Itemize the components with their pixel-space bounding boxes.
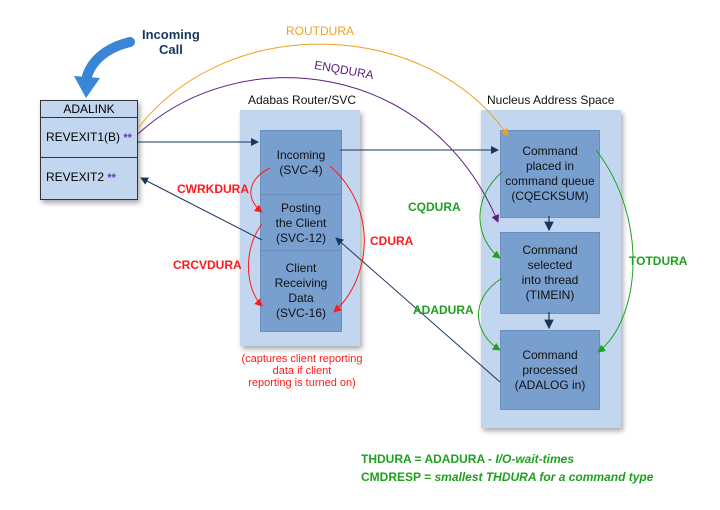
cdura-curve — [329, 165, 365, 313]
nucleus-box-queue: Command placed in command queue (CQECKSU… — [500, 130, 600, 218]
router-box-incoming: Incoming (SVC-4) — [260, 130, 342, 196]
router-box-posting: Posting the Client (SVC-12) — [260, 194, 342, 252]
nucleus-box-processed: Command processed (ADALOG in) — [500, 330, 600, 410]
label-crcvdura: CRCVDURA — [173, 258, 242, 272]
revexit1-label: REVEXIT1(B) — [46, 130, 121, 144]
client-reporting-note: (captures client reporting data if clien… — [241, 353, 363, 389]
revexit2-stars: ** — [107, 172, 116, 184]
crcvdura-curve — [248, 223, 263, 307]
enqdura-curve — [137, 77, 499, 223]
arrow-processed-posting — [335, 237, 501, 383]
revexit1-stars: ** — [123, 132, 132, 144]
label-cwrkdura: CWRKDURA — [177, 182, 249, 196]
incoming-call-label: Incoming Call — [142, 27, 200, 57]
adalink-title: ADALINK — [41, 101, 137, 118]
legend-thdura: THDURA = ADADURA - I/O-wait-times — [361, 452, 575, 466]
revexit2-row: REVEXIT2 ** — [41, 158, 137, 197]
router-title: Adabas Router/SVC — [248, 93, 357, 107]
label-routdura: ROUTDURA — [286, 24, 354, 38]
label-cqdura: CQDURA — [408, 200, 461, 214]
nucleus-box-thread: Command selected into thread (TIMEIN) — [500, 232, 600, 314]
routdura-curve — [137, 43, 509, 137]
arrow-posting-revexit2 — [140, 177, 263, 241]
incoming-call-arrow — [81, 37, 135, 85]
router-box-receiving: Client Receiving Data (SVC-16) — [260, 250, 342, 332]
label-adadura: ADADURA — [413, 303, 474, 317]
totdura-curve — [595, 149, 634, 353]
cwrkdura-curve — [250, 167, 271, 213]
adadura-curve — [478, 277, 503, 351]
legend-cmdresp: CMDRESP = smallest THDURA for a command … — [361, 470, 654, 484]
adalink-box: ADALINK REVEXIT1(B) ** REVEXIT2 ** — [40, 100, 138, 200]
cqdura-curve — [479, 171, 503, 259]
label-totdura: TOTDURA — [629, 254, 688, 268]
revexit1-row: REVEXIT1(B) ** — [41, 118, 137, 158]
nucleus-title: Nucleus Address Space — [487, 93, 615, 107]
label-cdura: CDURA — [370, 234, 414, 248]
revexit2-label: REVEXIT2 — [46, 170, 105, 184]
